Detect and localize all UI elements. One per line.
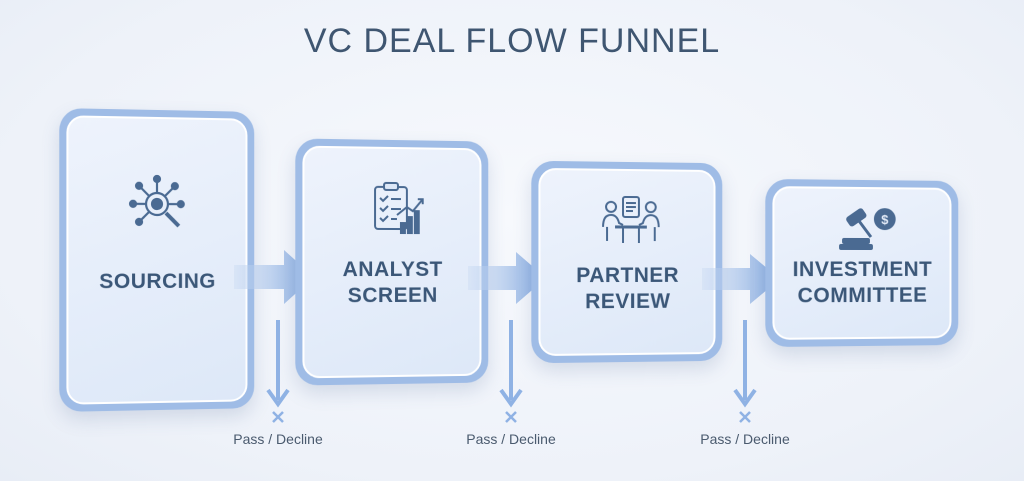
stage-investment-committee: $ INVESTMENT COMMITTEE (765, 178, 959, 348)
drop-arrow (266, 320, 290, 428)
drop-arrow (733, 320, 757, 428)
stage-label-line: INVESTMENT (792, 257, 933, 282)
flow-arrow (702, 252, 782, 306)
gavel-dollar-icon: $ (839, 205, 899, 251)
stage-sourcing: SOURCING (59, 108, 255, 412)
pass-decline-label: Pass / Decline (700, 431, 790, 447)
checklist-chart-icon (371, 181, 425, 237)
stage-analyst-screen: ANALYST SCREEN (295, 138, 489, 386)
stage-partner-review: PARTNER REVIEW (531, 160, 723, 364)
pass-decline-label: Pass / Decline (233, 431, 323, 447)
stage-label-line: SOURCING (99, 269, 216, 294)
stage-label-line: PARTNER (576, 263, 680, 288)
stage-label-line: REVIEW (585, 289, 671, 314)
meeting-icon (599, 195, 663, 247)
stage-label-line: ANALYST (342, 257, 443, 282)
stage-label-line: COMMITTEE (797, 283, 928, 308)
svg-text:$: $ (881, 212, 889, 227)
stage-label-line: SCREEN (347, 283, 438, 308)
flow-arrow (234, 248, 316, 306)
drop-arrow (499, 320, 523, 428)
network-search-icon (127, 174, 193, 234)
pass-decline-label: Pass / Decline (466, 431, 556, 447)
diagram-title: VC DEAL FLOW FUNNEL (303, 22, 721, 60)
flow-arrow (468, 250, 548, 306)
